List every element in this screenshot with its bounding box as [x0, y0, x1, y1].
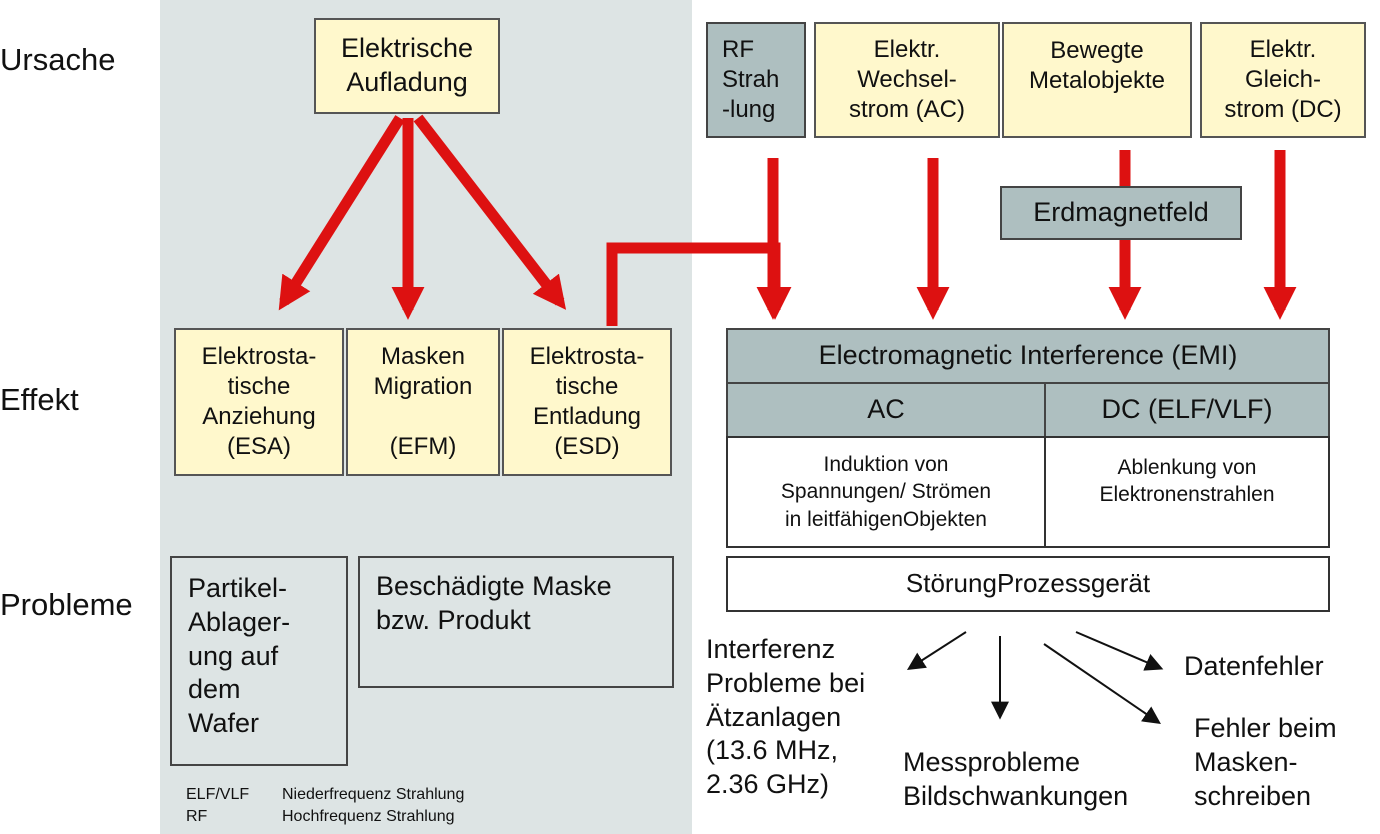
- cause-dc-current: Elektr. Gleich- strom (DC): [1200, 22, 1366, 138]
- cause-electric-charging: Elektrische Aufladung: [314, 18, 500, 114]
- legend-elf-abbr: ELF/VLF: [186, 786, 250, 803]
- row-label-cause: Ursache: [0, 42, 116, 77]
- arrow-to-data-error: [1075, 631, 1164, 671]
- outcome-mask-writing-error: Fehler beim Masken- schreiben: [1194, 713, 1337, 811]
- effect-esd: Elektrosta- tische Entladung (ESD): [502, 328, 672, 476]
- outcome-data-error: Datenfehler: [1184, 651, 1324, 681]
- earth-magnetic-field: Erdmagnetfeld: [1000, 186, 1242, 240]
- emi-dc-description: Ablenkung von Elektronenstrahlen: [1044, 436, 1330, 548]
- effect-esa: Elektrosta- tische Anziehung (ESA): [174, 328, 344, 476]
- emi-ac-header: AC: [726, 382, 1046, 438]
- row-label-problems: Probleme: [0, 587, 133, 622]
- arrow-to-mask-writing: [1043, 643, 1161, 725]
- emi-title: Electromagnetic Interference (EMI): [726, 328, 1330, 384]
- row-label-effect: Effekt: [0, 382, 79, 417]
- process-equipment-disturbance: StörungProzessgerät: [726, 556, 1330, 612]
- problem-damaged-mask: Beschädigte Maske bzw. Produkt: [358, 556, 674, 688]
- problem-particle-deposition: Partikel- Ablager- ung auf dem Wafer: [170, 556, 348, 766]
- outcome-etching-interference: Interferenz Probleme bei Ätzanlagen (13.…: [706, 634, 866, 799]
- cause-moving-metal-objects: Bewegte Metalobjekte: [1002, 22, 1192, 138]
- legend-rf-desc: Hochfrequenz Strahlung: [282, 808, 455, 825]
- emi-ac-description: Induktion von Spannungen/ Strömen in lei…: [726, 436, 1046, 548]
- emi-dc-header: DC (ELF/VLF): [1044, 382, 1330, 438]
- cause-ac-current: Elektr. Wechsel- strom (AC): [814, 22, 1000, 138]
- effect-efm: Masken Migration (EFM): [346, 328, 500, 476]
- outcome-measurement-problems: Messprobleme Bildschwankungen: [903, 747, 1129, 811]
- arrow-esd-to-emi: [606, 242, 792, 326]
- legend-elf-desc: Niederfrequenz Strahlung: [282, 786, 465, 803]
- legend-rf-abbr: RF: [186, 808, 208, 825]
- cause-rf-radiation: RF Strah -lung: [706, 22, 806, 138]
- arrow-charging-to-esa: [278, 115, 405, 311]
- arrow-to-interference: [906, 631, 967, 670]
- arrow-charging-to-esd: [413, 114, 567, 310]
